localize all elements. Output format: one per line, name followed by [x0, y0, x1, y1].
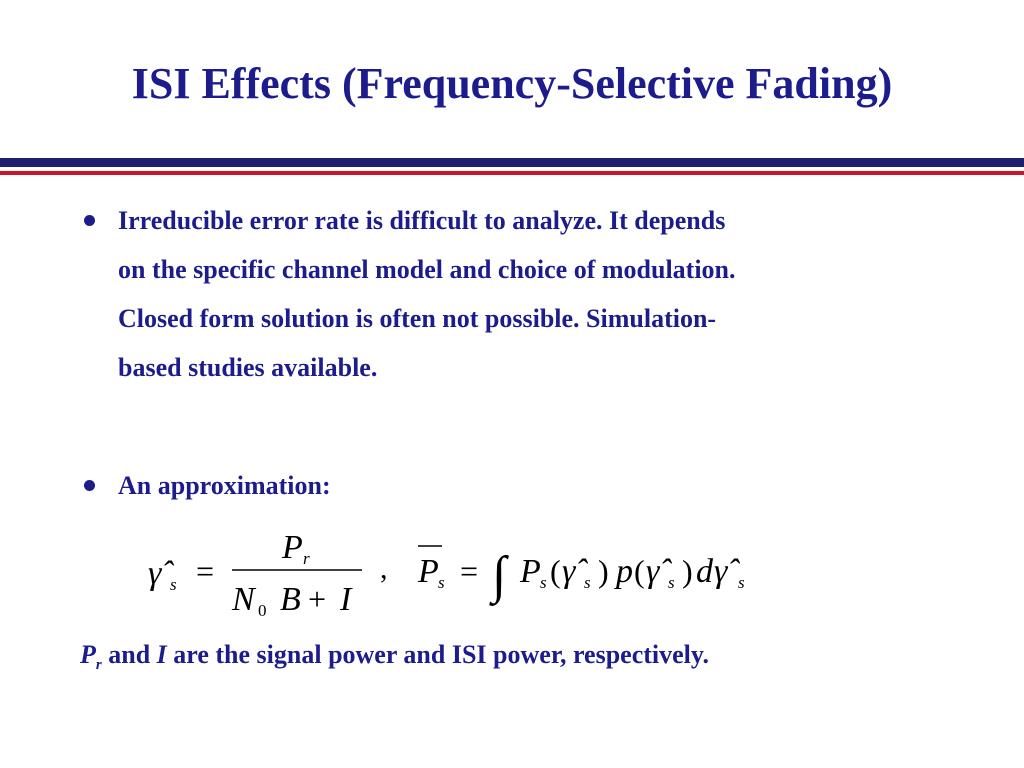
- title-divider-blue: [0, 158, 1024, 167]
- eq-equals: =: [196, 553, 214, 589]
- title-divider-gap: [0, 167, 1024, 171]
- eq-sub-s: s: [170, 575, 177, 594]
- eq-numerator-sub-r: r: [303, 549, 310, 568]
- eq-numerator-P: P: [281, 529, 303, 566]
- equation-svg: γ̂ s = P r N 0 B + I , P s = ∫ P s ( γ̂ …: [148, 529, 745, 620]
- bullet-dot: [84, 480, 95, 491]
- bullet-line: on the specific channel model and choice…: [118, 255, 736, 284]
- footer-and: and: [101, 640, 157, 669]
- eq-denom-plus: +: [308, 581, 326, 617]
- eq-sub-s-3: s: [668, 573, 675, 592]
- eq-integral: ∫: [489, 547, 509, 606]
- eq-rparen-1: ): [598, 553, 609, 589]
- eq-gamma-hat-4: γ̂: [714, 553, 740, 590]
- footer-I: I: [156, 640, 167, 669]
- eq-Ps: P: [519, 553, 541, 590]
- eq-d: d: [696, 553, 714, 590]
- eq-lparen-2: (: [634, 553, 645, 589]
- eq-denom-B: B: [280, 581, 301, 618]
- eq-Pbar-sub-s: s: [438, 573, 445, 592]
- title-divider-red: [0, 171, 1024, 175]
- approximation-equation: γ̂ s = P r N 0 B + I , P s = ∫ P s ( γ̂ …: [140, 520, 800, 630]
- eq-denom-I: I: [339, 581, 353, 618]
- eq-comma: ,: [380, 552, 388, 585]
- eq-Ps-sub-s: s: [540, 573, 547, 592]
- bullet-irreducible-error: Irreducible error rate is difficult to a…: [118, 196, 948, 392]
- eq-p: p: [614, 553, 633, 590]
- eq-rparen-2: ): [682, 553, 693, 589]
- eq-denom-N: N: [231, 581, 257, 618]
- slide-title: ISI Effects (Frequency-Selective Fading): [131, 59, 893, 108]
- bullet-dot: [84, 215, 95, 226]
- footer-sub-r: r: [95, 657, 102, 673]
- eq-sub-s-4: s: [738, 573, 745, 592]
- eq-equals-2: =: [460, 553, 478, 589]
- bullet-line: based studies available.: [118, 353, 378, 382]
- bullet-approximation: An approximation:: [118, 461, 948, 510]
- eq-lparen-1: (: [550, 553, 561, 589]
- bullet-line: An approximation:: [118, 471, 331, 500]
- bullet-line: Closed form solution is often not possib…: [118, 304, 717, 333]
- eq-sub-s-2: s: [584, 573, 591, 592]
- bullet-line: Irreducible error rate is difficult to a…: [118, 206, 726, 235]
- footer-P: P: [80, 640, 96, 669]
- eq-denom-sub-0: 0: [258, 601, 267, 620]
- eq-Pbar: P: [417, 553, 439, 590]
- footer-note: Pr and I are the signal power and ISI po…: [80, 640, 709, 673]
- footer-rest: are the signal power and ISI power, resp…: [166, 640, 709, 669]
